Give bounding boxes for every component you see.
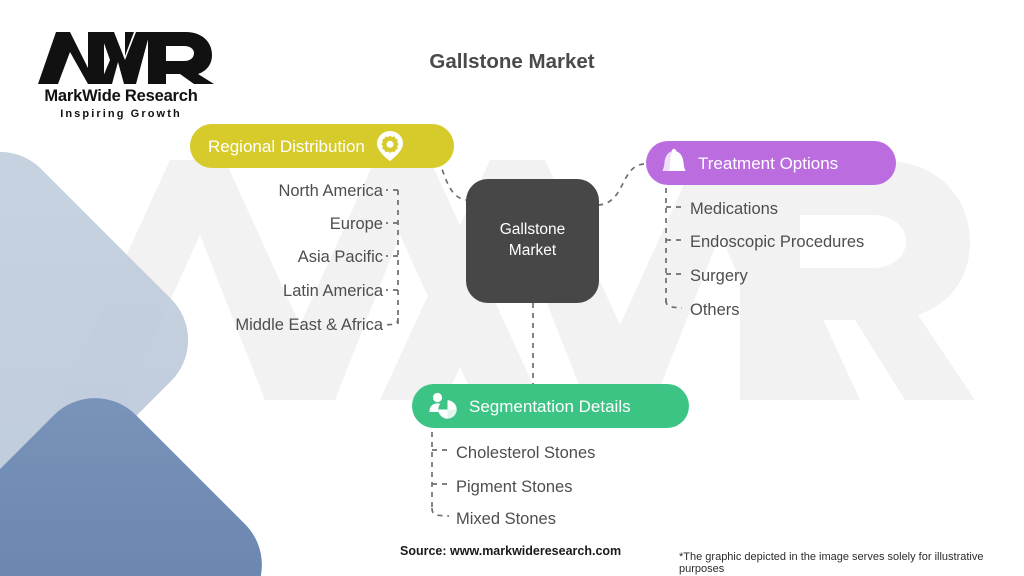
logo-brand-name: MarkWide Research — [44, 87, 198, 105]
leaf-item[interactable]: Medications — [690, 200, 779, 218]
source-text[interactable]: Source: www.markwideresearch.com — [400, 544, 622, 558]
logo-mark-mwr — [38, 32, 214, 84]
leaf-item[interactable]: Pigment Stones — [456, 478, 573, 496]
leaf-item[interactable]: North America — [278, 182, 383, 200]
connector-regional-stub-4 — [383, 317, 399, 326]
branch-badge-regional-distribution[interactable]: Regional Distribution — [190, 124, 454, 168]
branch-badge-treatment-options[interactable]: Treatment Options — [646, 141, 896, 185]
center-node-line1: Gallstone — [499, 221, 566, 239]
leaf-item[interactable]: Mixed Stones — [456, 510, 556, 528]
leaf-item[interactable]: Latin America — [283, 282, 383, 300]
logo-tagline: Inspiring Growth — [60, 108, 182, 120]
leaf-item[interactable]: Middle East & Africa — [235, 316, 383, 334]
brand-logo: MarkWide Research Inspiring Growth — [26, 30, 216, 120]
connector-segmentation-stub-2 — [431, 507, 450, 517]
leaf-item[interactable]: Europe — [329, 215, 383, 233]
connector-treatment-to-center — [598, 163, 645, 206]
center-node-line2: Market — [508, 242, 557, 259]
branch-label-segmentation: Segmentation Details — [469, 396, 631, 416]
page-title: Gallstone Market — [429, 50, 595, 73]
person-pie-chart-icon — [428, 391, 458, 421]
decorative-square-dark — [0, 374, 286, 576]
branch-label-regional: Regional Distribution — [208, 136, 365, 156]
leaf-item[interactable]: Endoscopic Procedures — [690, 233, 865, 251]
connector-treatment-stub-3 — [665, 299, 683, 309]
location-pin-gear-icon — [375, 130, 405, 162]
leaf-item[interactable]: Others — [690, 301, 740, 319]
disclaimer-text: *The graphic depicted in the image serve… — [679, 551, 984, 575]
leaf-item[interactable]: Surgery — [690, 267, 748, 285]
leaf-item[interactable]: Cholesterol Stones — [456, 444, 596, 462]
bell-icon — [660, 148, 688, 178]
center-node[interactable]: Gallstone Market — [466, 179, 599, 303]
leaf-item[interactable]: Asia Pacific — [297, 248, 383, 266]
branch-label-treatment: Treatment Options — [698, 153, 839, 173]
branch-badge-segmentation-details[interactable]: Segmentation Details — [412, 384, 689, 428]
decorative-square-light — [0, 127, 213, 553]
